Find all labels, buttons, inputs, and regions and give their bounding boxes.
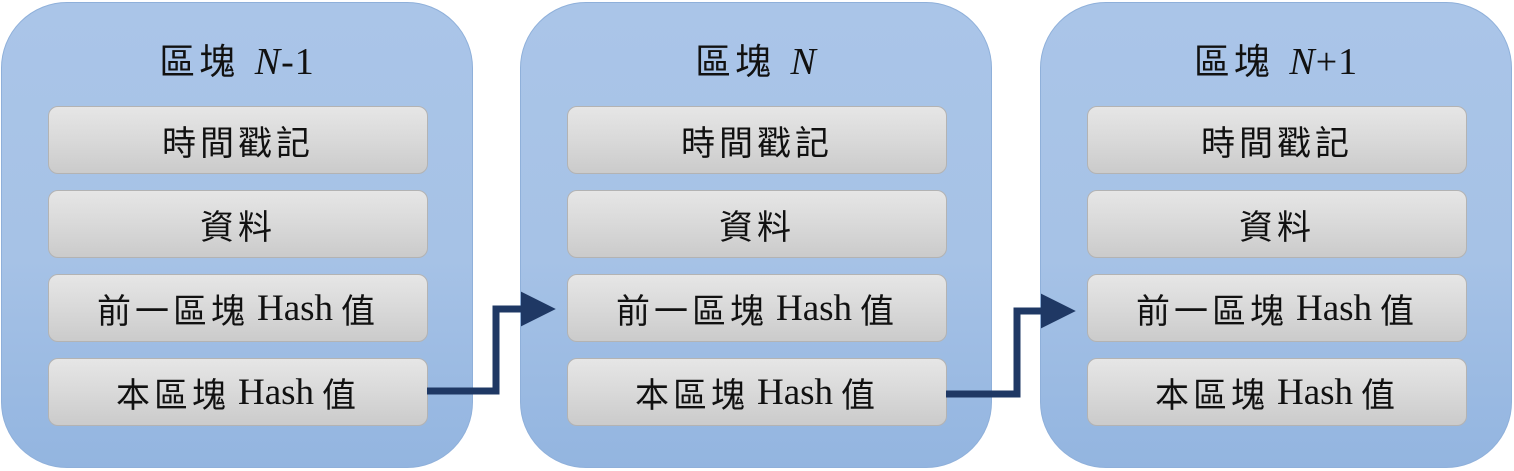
data-field: 資料 xyxy=(1087,190,1467,258)
block-title: 區塊 N-1 xyxy=(2,33,472,85)
data-field: 資料 xyxy=(567,190,947,258)
self-hash-suffix: 值 xyxy=(322,375,361,416)
timestamp-field: 時間戳記 xyxy=(567,106,947,174)
previous-hash-word: Hash xyxy=(256,287,334,329)
block-title-variable: N xyxy=(790,41,817,83)
block-title-variable: N xyxy=(254,41,282,83)
previous-hash-suffix: 值 xyxy=(341,291,380,332)
previous-hash-suffix: 值 xyxy=(860,291,899,332)
self-hash-suffix: 值 xyxy=(1361,375,1400,416)
block-title-prefix: 區塊 xyxy=(695,42,791,83)
data-label: 資料 xyxy=(200,207,276,248)
self-hash-word: Hash xyxy=(756,371,834,413)
data-label: 資料 xyxy=(719,207,795,248)
previous-hash-word: Hash xyxy=(1295,287,1373,329)
self-hash-word: Hash xyxy=(237,371,315,413)
previous-hash-prefix: 前一區塊 xyxy=(615,291,768,332)
block-title-variable: N xyxy=(1289,41,1316,83)
block-title-suffix: +1 xyxy=(1315,41,1359,83)
self-hash-suffix: 值 xyxy=(841,375,880,416)
previous-hash-prefix: 前一區塊 xyxy=(96,291,249,332)
previous-hash-word: Hash xyxy=(775,287,853,329)
previous-hash-prefix: 前一區塊 xyxy=(1135,291,1288,332)
timestamp-label: 時間戳記 xyxy=(681,123,833,164)
data-field: 資料 xyxy=(48,190,428,258)
block-title-suffix: -1 xyxy=(281,41,315,83)
self-hash-prefix: 本區塊 xyxy=(1154,375,1269,416)
data-label: 資料 xyxy=(1239,207,1315,248)
timestamp-field: 時間戳記 xyxy=(1087,106,1467,174)
self-hash-prefix: 本區塊 xyxy=(634,375,749,416)
block-title: 區塊 N+1 xyxy=(1041,33,1511,85)
block-title-prefix: 區塊 xyxy=(159,42,255,83)
block-title-prefix: 區塊 xyxy=(1193,42,1290,83)
timestamp-label: 時間戳記 xyxy=(1201,123,1353,164)
block-title: 區塊 N xyxy=(521,33,991,85)
timestamp-field: 時間戳記 xyxy=(48,106,428,174)
previous-hash-suffix: 值 xyxy=(1380,291,1419,332)
self-hash-prefix: 本區塊 xyxy=(115,375,230,416)
self-hash-word: Hash xyxy=(1276,371,1354,413)
timestamp-label: 時間戳記 xyxy=(162,123,314,164)
